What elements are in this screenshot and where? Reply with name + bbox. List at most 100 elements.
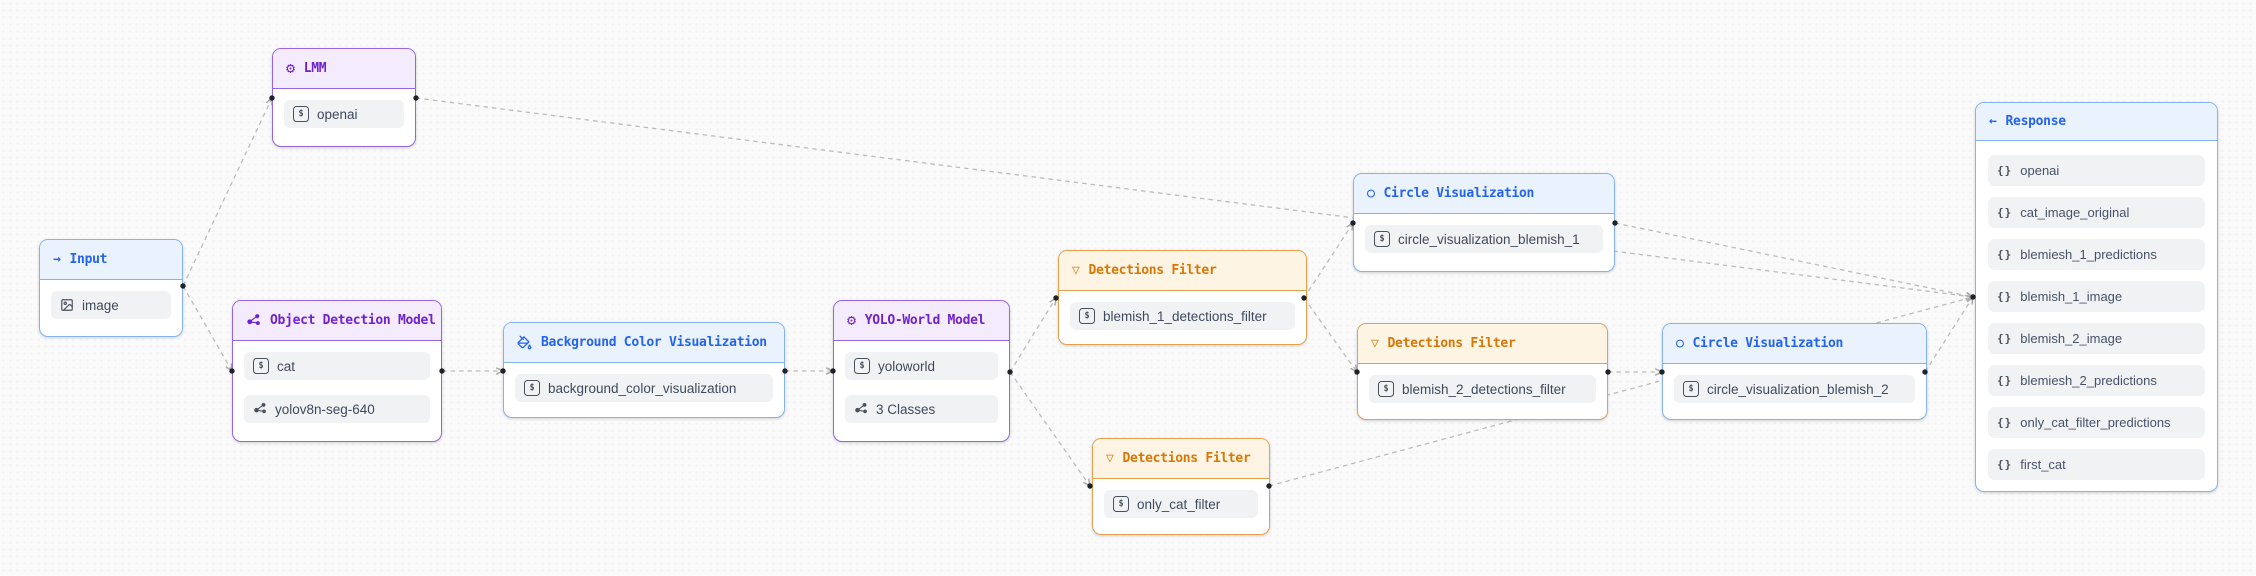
node-header: ▽ Detections Filter <box>1059 251 1306 291</box>
circle-icon: ○ <box>1367 186 1375 201</box>
param-pill[interactable]: 3 Classes <box>845 395 998 423</box>
arrow-right-icon: → <box>53 252 61 267</box>
param-pill[interactable]: $ circle_visualization_blemish_1 <box>1365 225 1603 253</box>
node-header: ⚙ LMM <box>273 49 415 89</box>
edge-input-lmm <box>182 98 272 287</box>
param-label: blemish_1_detections_filter <box>1103 308 1267 324</box>
string-icon: $ <box>1378 381 1394 397</box>
node-title: LMM <box>303 61 327 76</box>
braces-icon: {} <box>1997 290 2013 303</box>
output-label: blemiesh_2_predictions <box>2020 373 2157 388</box>
funnel-icon: ▽ <box>1106 451 1114 466</box>
output-pill[interactable]: {} blemish_1_image <box>1988 281 2205 312</box>
molecule-icon <box>247 314 260 325</box>
node-title: Circle Visualization <box>1692 336 1844 351</box>
output-pill[interactable]: {} openai <box>1988 155 2205 186</box>
node-background-color-visualization[interactable]: Background Color Visualization $ backgro… <box>503 322 785 418</box>
param-pill[interactable]: $ yoloworld <box>845 352 998 380</box>
string-icon: $ <box>1683 381 1699 397</box>
node-header: → Input <box>40 240 182 280</box>
edge-yolo-detfilter1 <box>1009 298 1056 373</box>
node-title: Background Color Visualization <box>541 335 767 350</box>
edge-lmm-response <box>415 97 1973 297</box>
image-icon <box>61 299 73 311</box>
funnel-icon: ▽ <box>1371 336 1379 351</box>
param-label: circle_visualization_blemish_2 <box>1707 381 1889 397</box>
output-pill[interactable]: {} only_cat_filter_predictions <box>1988 407 2205 438</box>
output-label: only_cat_filter_predictions <box>2020 415 2171 430</box>
output-label: blemish_2_image <box>2020 331 2123 346</box>
node-detections-filter-blemish-1[interactable]: ▽ Detections Filter $ blemish_1_detectio… <box>1058 250 1307 345</box>
param-pill[interactable]: yolov8n-seg-640 <box>244 395 430 423</box>
node-title: YOLO-World Model <box>864 313 986 328</box>
param-pill[interactable]: $ background_color_visualization <box>515 374 773 402</box>
node-response[interactable]: ← Response {} openai {} cat_image_origin… <box>1975 102 2218 492</box>
node-header: ○ Circle Visualization <box>1354 174 1614 214</box>
braces-icon: {} <box>1997 332 2013 345</box>
param-label: openai <box>317 106 358 122</box>
node-header: ⚙ YOLO-World Model <box>834 301 1009 341</box>
node-object-detection-model[interactable]: Object Detection Model $ cat yolov8n-seg… <box>232 300 442 442</box>
param-label: yolov8n-seg-640 <box>275 401 375 417</box>
param-label: yoloworld <box>878 358 936 374</box>
gear-icon: ⚙ <box>847 311 856 329</box>
output-pill[interactable]: {} blemish_2_image <box>1988 323 2205 354</box>
param-label: only_cat_filter <box>1137 496 1221 512</box>
param-pill[interactable]: $ only_cat_filter <box>1104 490 1258 518</box>
node-header: ○ Circle Visualization <box>1663 324 1926 364</box>
output-label: openai <box>2020 163 2060 178</box>
string-icon: $ <box>293 106 309 122</box>
output-label: first_cat <box>2020 457 2066 472</box>
output-label: cat_image_original <box>2020 205 2130 220</box>
node-title: Object Detection Model <box>270 313 436 328</box>
string-icon: $ <box>854 358 870 374</box>
braces-icon: {} <box>1997 248 2013 261</box>
param-pill[interactable]: $ cat <box>244 352 430 380</box>
braces-icon: {} <box>1997 164 2013 177</box>
braces-icon: {} <box>1997 416 2013 429</box>
edge-circleviz2-response <box>1924 297 1973 373</box>
output-pill[interactable]: {} blemiesh_1_predictions <box>1988 239 2205 270</box>
molecule-icon <box>254 402 266 414</box>
edge-detfilter1-detfilter2 <box>1303 297 1357 372</box>
string-icon: $ <box>1113 496 1129 512</box>
node-detections-filter-blemish-2[interactable]: ▽ Detections Filter $ blemish_2_detectio… <box>1357 323 1608 420</box>
node-input[interactable]: → Input image <box>39 239 183 337</box>
node-circle-visualization-blemish-1[interactable]: ○ Circle Visualization $ circle_visualiz… <box>1353 173 1615 272</box>
param-label: image <box>82 297 119 313</box>
output-label: blemish_1_image <box>2020 289 2123 304</box>
node-title: Circle Visualization <box>1383 186 1535 201</box>
funnel-icon: ▽ <box>1072 263 1080 278</box>
param-pill[interactable]: image <box>51 291 171 319</box>
braces-icon: {} <box>1997 458 2013 471</box>
node-circle-visualization-blemish-2[interactable]: ○ Circle Visualization $ circle_visualiz… <box>1662 323 1927 420</box>
output-pill[interactable]: {} first_cat <box>1988 449 2205 480</box>
param-pill[interactable]: $ blemish_1_detections_filter <box>1070 302 1295 330</box>
edge-input-object-detection <box>182 285 232 371</box>
node-header: Object Detection Model <box>233 301 441 341</box>
output-pill[interactable]: {} blemiesh_2_predictions <box>1988 365 2205 396</box>
node-title: Detections Filter <box>1088 263 1217 278</box>
edge-yolo-detfilter3 <box>1009 371 1090 486</box>
node-title: Input <box>69 252 108 267</box>
param-pill[interactable]: $ circle_visualization_blemish_2 <box>1674 375 1915 403</box>
node-title: Response <box>2005 114 2067 129</box>
braces-icon: {} <box>1997 206 2013 219</box>
param-pill[interactable]: $ blemish_2_detections_filter <box>1369 375 1596 403</box>
node-header: ▽ Detections Filter <box>1093 439 1269 479</box>
node-header: ← Response <box>1976 103 2217 141</box>
molecule-icon <box>855 402 867 414</box>
param-label: 3 Classes <box>876 401 936 417</box>
param-label: cat <box>277 358 296 374</box>
param-pill[interactable]: $ openai <box>284 100 404 128</box>
output-pill[interactable]: {} cat_image_original <box>1988 197 2205 228</box>
circle-icon: ○ <box>1676 336 1684 351</box>
param-label: background_color_visualization <box>548 380 737 396</box>
node-header: ▽ Detections Filter <box>1358 324 1607 364</box>
node-lmm[interactable]: ⚙ LMM $ openai <box>272 48 416 147</box>
node-yolo-world-model[interactable]: ⚙ YOLO-World Model $ yoloworld 3 Classes <box>833 300 1010 442</box>
node-detections-filter-only-cat[interactable]: ▽ Detections Filter $ only_cat_filter <box>1092 438 1270 535</box>
gear-icon: ⚙ <box>286 59 295 77</box>
string-icon: $ <box>1079 308 1095 324</box>
